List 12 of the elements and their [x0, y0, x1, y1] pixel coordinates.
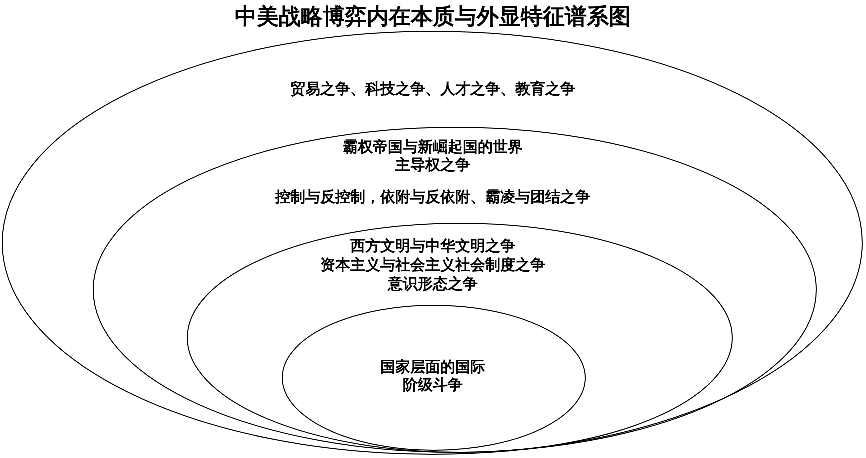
ellipse — [282, 305, 586, 451]
node-text: 贸易之争、科技之争、人才之争、教育之争 — [290, 80, 576, 98]
node-text: 控制与反控制，依附与反依附、霸凌与团结之争 — [274, 188, 592, 206]
node-text: 国家层面的国际阶级斗争 — [380, 358, 486, 394]
node-text: 意识形态之争 — [386, 275, 479, 293]
node-text: 霸权帝国与新崛起国的世界主导权之争 — [342, 138, 524, 174]
title: 中美战略博弈内在本质与外显特征谱系图 — [234, 4, 632, 32]
ellipse — [93, 127, 817, 453]
node-text: 资本主义与社会主义社会制度之争 — [320, 256, 546, 274]
node-text: 西方文明与中华文明之争 — [350, 237, 516, 255]
ellipse — [2, 31, 863, 455]
ellipse — [187, 223, 733, 453]
